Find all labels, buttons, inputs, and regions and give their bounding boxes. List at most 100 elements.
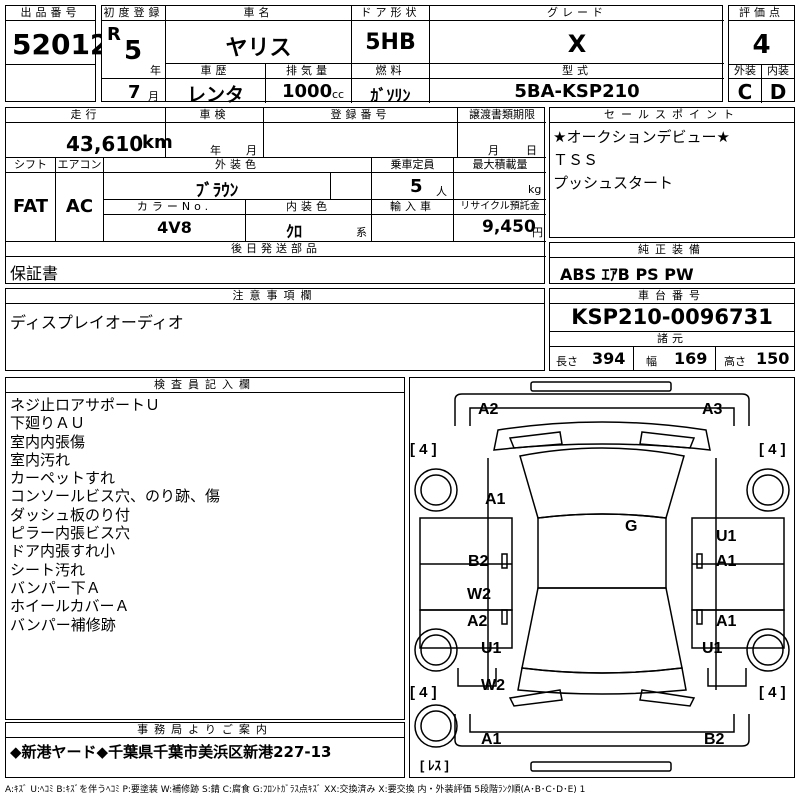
later-parts: 保証書 (10, 264, 59, 283)
details-box: 走行 43,610 km 車検 年 月 登録番号 譲渡書類期限 月 日 シフト … (5, 107, 546, 284)
registration-box: 初度登録 R 5 年 7 月 (101, 5, 166, 103)
sales-item: プッシュスタート (553, 174, 674, 192)
width: 169 (674, 349, 708, 368)
tire-tread: [ 4 ] (759, 441, 786, 458)
legend: A:ｷｽﾞ U:ﾍｺﾐ B:ｷｽﾞを伴うﾍｺﾐ P:要塗装 W:補修跡 S:錆 … (5, 785, 586, 795)
damage-mark: A1 (485, 491, 506, 508)
chassis-number: KSP210-0096731 (571, 305, 773, 329)
door-label: ドア形状 (352, 6, 429, 21)
width-label: 幅 (646, 355, 657, 368)
inspector-item: カーペットすれ (10, 469, 116, 488)
reg-label: 初度登録 (102, 6, 165, 21)
tire-tread: [ 4 ] (410, 441, 437, 458)
damage-mark: U1 (702, 640, 723, 657)
intcolor-label: 内装色 (246, 200, 371, 215)
history-label: 車歴 (166, 64, 265, 79)
notes-label: 注意事項欄 (6, 289, 544, 304)
lot-box: 出品番号 52012 (5, 5, 109, 102)
damage-mark: A2 (478, 401, 499, 418)
recycle: 9,450 (482, 217, 536, 237)
damage-mark: A1 (481, 731, 502, 748)
notes-box: 注意事項欄 ディスプレイオーディオ (5, 288, 545, 371)
height: 150 (756, 349, 790, 368)
colorno-label: カラーNo. (104, 200, 245, 215)
displacement: 1000 (282, 81, 333, 102)
tire-tread: [ 4 ] (759, 684, 786, 701)
inspector-item: 室内汚れ (10, 450, 71, 469)
displacement-label: 排気量 (266, 64, 351, 79)
regno-label: 登録番号 (264, 108, 457, 123)
ext-grade: C (737, 80, 753, 104)
mileage: 43,610 (66, 132, 144, 156)
office-box: 事務局よりご案内 ◆新港ヤード◆千葉県千葉市美浜区新港227-13 (5, 722, 405, 778)
damage-mark: A3 (702, 401, 723, 418)
recycle-label: リサイクル預託金 (454, 200, 546, 215)
int-grade: D (769, 80, 787, 104)
transfer-month-unit: 月 (488, 144, 499, 157)
grade: X (567, 30, 587, 58)
sales-item: ★オークションデビュー★ (553, 128, 730, 146)
inspector-item: バンパー補修跡 (10, 615, 116, 634)
era: R (107, 24, 121, 45)
later-parts-label: 後日発送部品 (6, 242, 546, 257)
fuel: ｶﾞｿﾘﾝ (370, 86, 411, 105)
height-label: 高さ (724, 355, 746, 368)
damage-mark: B2 (468, 553, 489, 570)
car-label: 車名 (166, 6, 351, 21)
length: 394 (592, 349, 626, 368)
equipment: ABS ｴｱB PS PW (560, 265, 694, 284)
grade-label: グレード (430, 6, 724, 21)
sales-list: ★オークションデビュー★ ＴＳＳ プッシュスタート (553, 126, 730, 195)
car-name: ヤリス (225, 36, 292, 61)
fuel-label: 燃料 (352, 64, 429, 79)
inspector-item: コンソールビス穴、のり跡、傷 (10, 487, 221, 506)
inspector-item: ピラー内張ビス穴 (10, 524, 131, 543)
chassis-box: 車台番号 KSP210-0096731 諸元 長さ 394 幅 169 高さ 1… (549, 288, 795, 371)
load-label: 最大積載量 (454, 158, 546, 173)
inspection-label: 車検 (166, 108, 263, 123)
inspector-item: 室内内張傷 (10, 432, 86, 451)
inspector-item: シート汚れ (10, 560, 86, 579)
transfer-day-unit: 日 (526, 144, 537, 157)
displacement-unit: cc (332, 88, 345, 101)
month-unit: 月 (148, 90, 159, 103)
shift: FAT (12, 196, 49, 217)
intcolor-unit: 系 (356, 226, 367, 239)
car-diagram (414, 381, 790, 772)
door-type: 5HB (365, 30, 416, 55)
inspector-item: 下廻りＡＵ (10, 414, 86, 433)
score-label: 評価点 (729, 6, 794, 21)
inspection-year-unit: 年 (210, 144, 221, 157)
model-label: 型式 (430, 64, 724, 79)
notes: ディスプレイオーディオ (10, 313, 184, 332)
car-diagram-box: A2 A3 A1 G U1 A1 B2 W2 A2 A1 U1 U1 W2 A1… (409, 377, 795, 778)
lot-number: 52012 (12, 28, 110, 61)
inspector-item: ドア内張すれ小 (10, 542, 116, 561)
damage-mark: A1 (716, 553, 737, 570)
equipment-label: 純正装備 (550, 243, 794, 258)
sales-label: セールスポイント (550, 108, 794, 123)
transfer-label: 譲渡書類期限 (458, 108, 546, 123)
damage-mark: U1 (716, 528, 737, 545)
color-label: 外装色 (104, 158, 371, 173)
ext-label: 外装 (729, 64, 761, 79)
load-unit: kg (528, 183, 542, 196)
damage-mark: A1 (716, 613, 737, 630)
color: ﾌﾞﾗｳﾝ (195, 181, 239, 201)
chassis-label: 車台番号 (550, 289, 794, 304)
seats: 5 (410, 176, 423, 197)
mileage-label: 走行 (6, 108, 165, 123)
lot-label: 出品番号 (6, 6, 95, 21)
inspector-item: ホイールカバーＡ (10, 597, 130, 616)
int-label: 内装 (762, 64, 794, 79)
damage-mark: B2 (704, 731, 725, 748)
seats-label: 乗車定員 (372, 158, 453, 173)
seats-unit: 人 (436, 185, 447, 198)
intcolor: ｸﾛ (286, 222, 303, 241)
damage-mark: G (625, 518, 638, 535)
dims-label: 諸元 (550, 332, 794, 347)
import-label: 輸入車 (372, 200, 453, 215)
damage-mark: W2 (481, 677, 505, 694)
sales-points-box: セールスポイント ★オークションデビュー★ ＴＳＳ プッシュスタート (549, 107, 795, 238)
inspector-item: ダッシュ板のり付 (10, 505, 131, 524)
